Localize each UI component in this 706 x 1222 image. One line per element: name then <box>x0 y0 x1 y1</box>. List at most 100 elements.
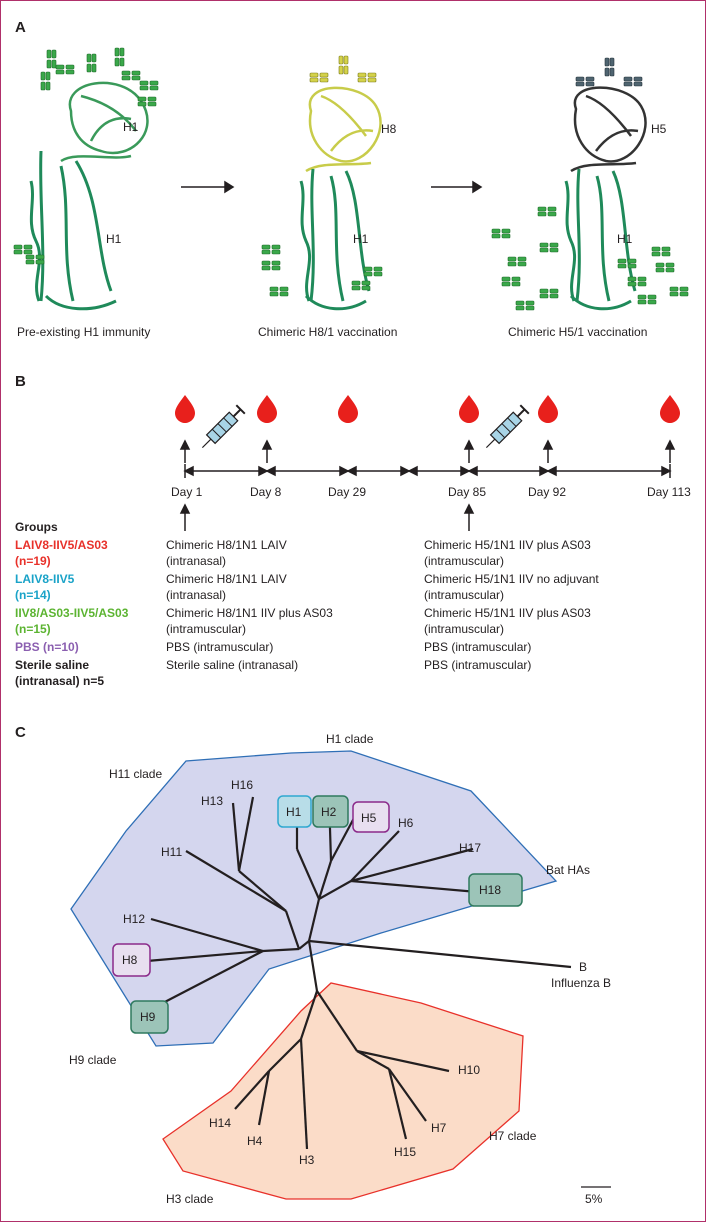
leaf-box-h2 <box>312 795 349 828</box>
timeline <box>179 439 676 531</box>
day-label: Day 85 <box>448 485 486 499</box>
antibody-icon <box>114 47 125 67</box>
leaf-box-h8 <box>112 943 151 977</box>
group-n: (n=15) <box>15 622 51 636</box>
day-label: Day 1 <box>171 485 203 499</box>
antibody-icon <box>515 300 535 311</box>
group-boost: PBS (intramuscular) <box>424 640 531 654</box>
antibody-icon <box>501 276 521 287</box>
stage-2-stalk-label: H1 <box>353 232 369 246</box>
leaf-label: H6 <box>398 816 414 830</box>
antibody-icon <box>40 71 51 91</box>
stage-1-head-label: H1 <box>123 120 139 134</box>
antibody-icon <box>627 276 647 287</box>
stage-2-head <box>305 86 382 173</box>
leaf-label: H7 <box>431 1121 447 1135</box>
leaf-label: H4 <box>247 1134 263 1148</box>
outgroup-label: Influenza B <box>551 976 611 990</box>
group2-region <box>162 982 524 1200</box>
group-boost: Chimeric H5/1N1 IIV plus AS03 <box>424 538 591 552</box>
leaf-label: H15 <box>394 1145 416 1159</box>
blood-drop-icon <box>660 395 680 423</box>
leaf-label: H14 <box>209 1116 231 1130</box>
antibody-icon <box>269 286 289 297</box>
group-n: (n=19) <box>15 554 51 568</box>
antibody-icon <box>357 72 377 83</box>
clade-label: H9 clade <box>69 1053 117 1067</box>
group-boost: (intramuscular) <box>424 588 504 602</box>
leaf-label: H11 <box>161 845 182 859</box>
leaf-label: H12 <box>123 912 145 926</box>
leaf-box-h9 <box>130 1000 169 1034</box>
phylo-tree <box>146 796 572 1150</box>
stage-3-caption: Chimeric H5/1 vaccination <box>508 325 647 339</box>
group-boost: Chimeric H5/1N1 IIV plus AS03 <box>424 606 591 620</box>
leaf-label: H1 <box>286 805 302 819</box>
clade-label: H11 clade <box>109 767 162 781</box>
arrow-2 <box>431 180 483 194</box>
group-prime: Sterile saline (intranasal) <box>166 658 298 672</box>
group-prime: (intramuscular) <box>166 622 246 636</box>
clade-label: H3 clade <box>166 1192 214 1206</box>
blood-drop-icon <box>257 395 277 423</box>
group-prime: Chimeric H8/1N1 IIV plus AS03 <box>166 606 333 620</box>
antibody-icon <box>46 49 57 69</box>
group-prime: Chimeric H8/1N1 LAIV <box>166 538 287 552</box>
scale-label: 5% <box>585 1192 603 1206</box>
group-boost: PBS (intramuscular) <box>424 658 531 672</box>
leaf-box-h1 <box>277 795 312 828</box>
antibody-icon <box>539 242 559 253</box>
stage-2-stalk <box>299 168 371 311</box>
antibody-icon <box>309 72 329 83</box>
group-name-inline: PBS (n=10) <box>15 640 79 654</box>
leaf-label: H3 <box>299 1153 315 1167</box>
day-label: Day 8 <box>250 485 282 499</box>
day-label: Day 113 <box>647 485 691 499</box>
antibody-icon <box>338 55 349 75</box>
leaf-label: H17 <box>459 841 481 855</box>
group-name: IIV8/AS03-IIV5/AS03 <box>15 606 129 620</box>
group-name: PBS <box>15 640 40 654</box>
leaf-label: H5 <box>361 811 377 825</box>
panel-a-label: A <box>15 19 26 36</box>
leaf-box-h5 <box>352 801 390 833</box>
blood-drops <box>175 395 680 423</box>
day-label: Day 92 <box>528 485 566 499</box>
leaf-label: H10 <box>458 1063 480 1077</box>
antibody-icon <box>261 260 281 271</box>
leaf-label: B <box>579 960 587 974</box>
leaf-label: H2 <box>321 805 337 819</box>
group-n: (intranasal) n=5 <box>15 674 104 688</box>
group-name: Sterile saline <box>15 658 89 672</box>
group-boost: (intramuscular) <box>424 554 504 568</box>
group-prime: Chimeric H8/1N1 LAIV <box>166 572 287 586</box>
antibody-icon <box>575 76 595 87</box>
antibody-icon <box>669 286 689 297</box>
group-n: (n=14) <box>15 588 51 602</box>
group1-region <box>70 750 558 1047</box>
stage-1-structure <box>13 47 159 311</box>
antibody-icon <box>86 53 97 73</box>
leaf-label: H16 <box>231 778 253 792</box>
antibody-icon <box>623 76 643 87</box>
stage-1-head <box>60 81 149 163</box>
stage-2-head-label: H8 <box>381 122 397 136</box>
antibody-icon <box>121 70 141 81</box>
antibody-icon <box>13 244 33 255</box>
antibody-icon <box>261 244 281 255</box>
leaf-box-h18 <box>468 873 523 907</box>
stage-3-stalk-label: H1 <box>617 232 633 246</box>
leaf-label: H18 <box>479 883 501 897</box>
antibody-icon <box>651 246 671 257</box>
syringe-icon <box>201 404 246 449</box>
group-boost: (intramuscular) <box>424 622 504 636</box>
blood-drop-icon <box>538 395 558 423</box>
antibody-icon <box>604 57 615 77</box>
stage-3-head-label: H5 <box>651 122 667 136</box>
leaf-label: H8 <box>122 953 138 967</box>
antibody-icon <box>491 228 511 239</box>
antibody-icon <box>617 258 637 269</box>
leaf-label: H9 <box>140 1010 156 1024</box>
group-prime: (intranasal) <box>166 554 226 568</box>
